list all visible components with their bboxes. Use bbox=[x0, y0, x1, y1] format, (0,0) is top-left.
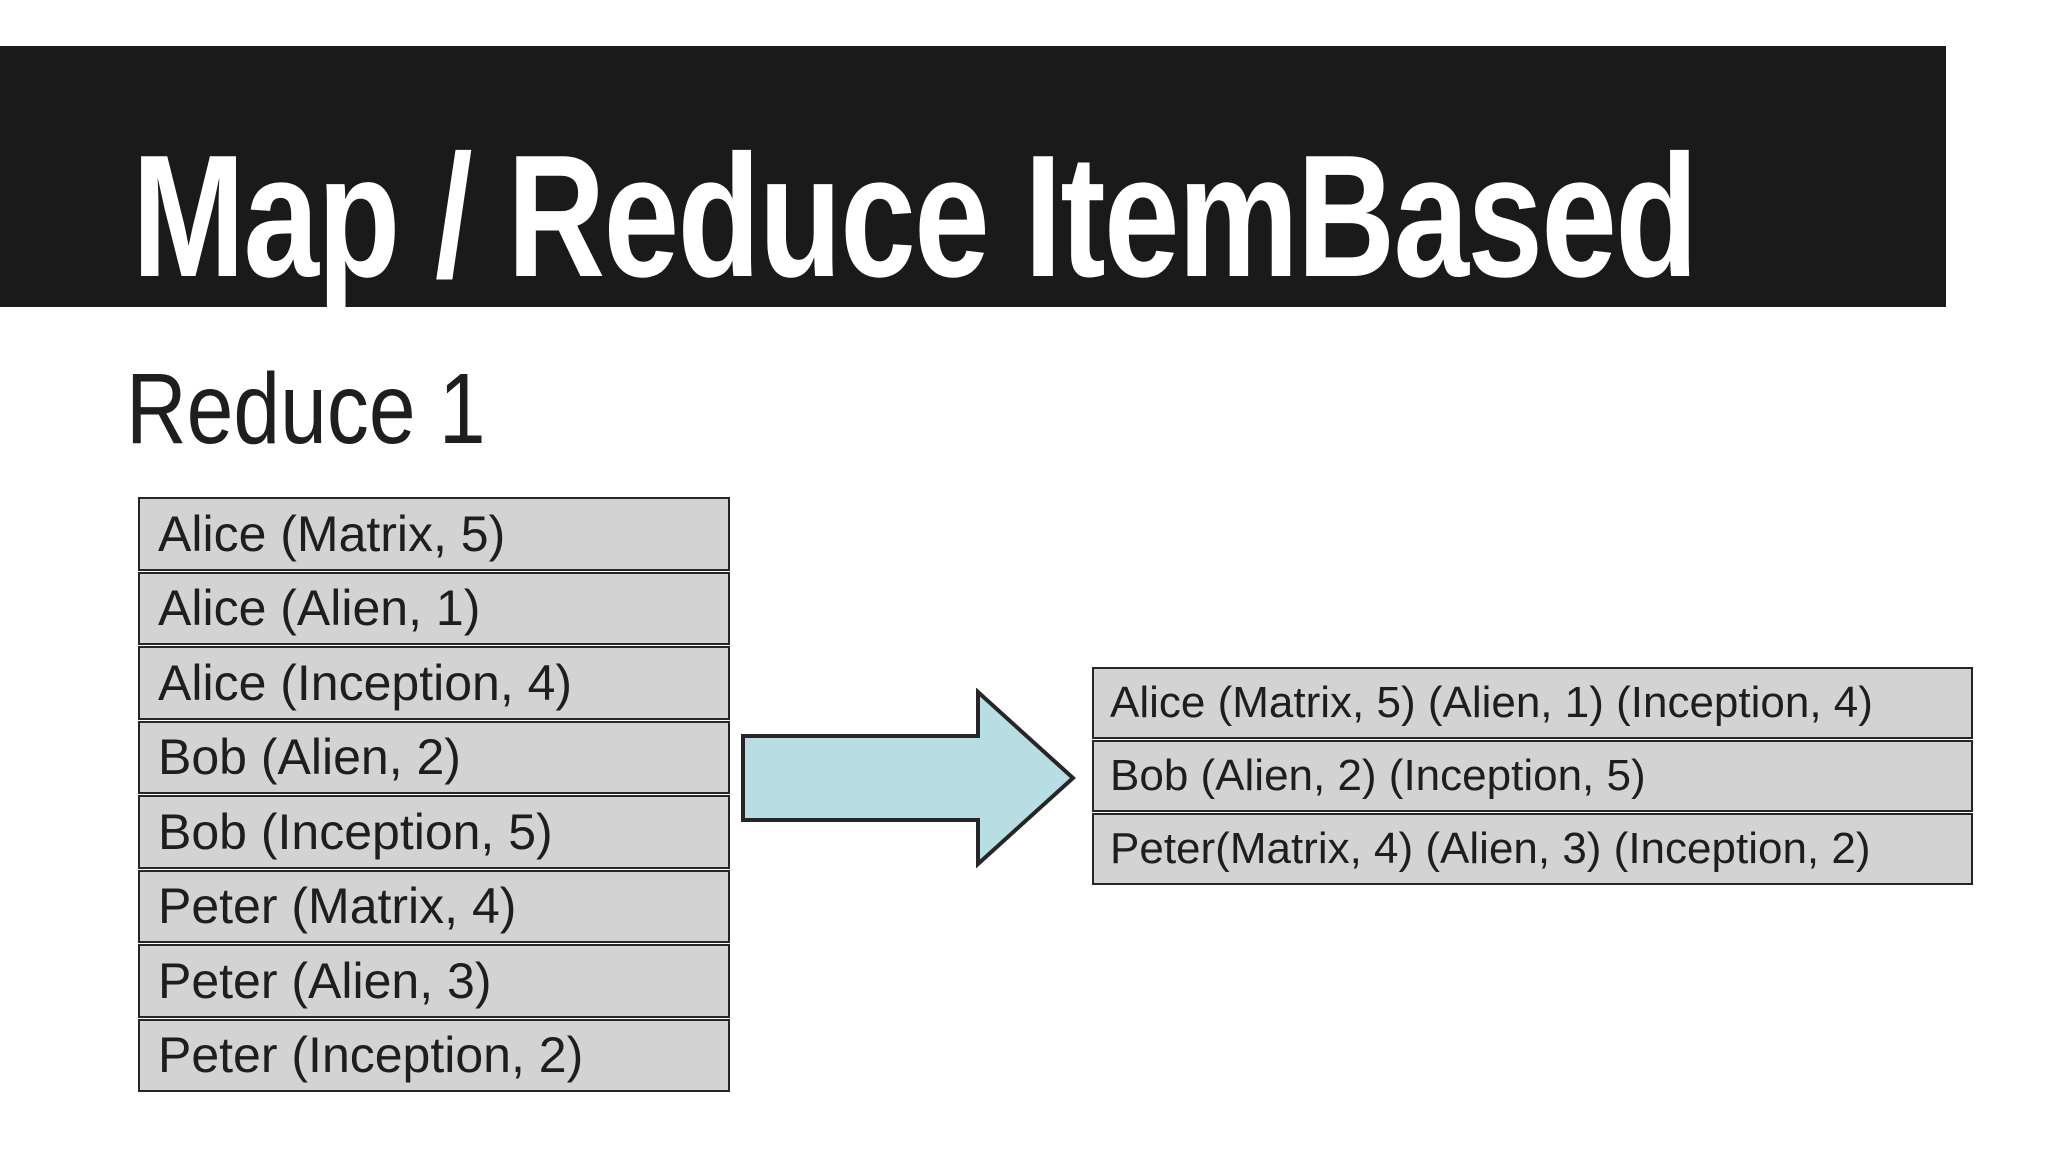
table-row: Alice (Alien, 1) bbox=[138, 571, 730, 645]
output-records-table: Alice (Matrix, 5) (Alien, 1) (Inception,… bbox=[1092, 667, 1973, 885]
table-row: Peter (Alien, 3) bbox=[138, 944, 730, 1018]
input-records-table: Alice (Matrix, 5) Alice (Alien, 1) Alice… bbox=[138, 497, 730, 1092]
table-row: Bob (Alien, 2) bbox=[138, 720, 730, 794]
table-row: Alice (Matrix, 5) (Alien, 1) (Inception,… bbox=[1092, 667, 1973, 739]
title-bar bbox=[0, 46, 1946, 307]
slide-title: Map / Reduce ItemBased bbox=[132, 118, 1698, 313]
table-row: Peter(Matrix, 4) (Alien, 3) (Inception, … bbox=[1092, 813, 1973, 885]
table-row: Bob (Alien, 2) (Inception, 5) bbox=[1092, 740, 1973, 812]
flow-arrow-icon bbox=[741, 688, 1076, 868]
slide-subtitle: Reduce 1 bbox=[126, 353, 486, 465]
table-row: Alice (Matrix, 5) bbox=[138, 497, 730, 571]
table-row: Bob (Inception, 5) bbox=[138, 795, 730, 869]
table-row: Peter (Inception, 2) bbox=[138, 1018, 730, 1092]
table-row: Alice (Inception, 4) bbox=[138, 646, 730, 720]
table-row: Peter (Matrix, 4) bbox=[138, 869, 730, 943]
